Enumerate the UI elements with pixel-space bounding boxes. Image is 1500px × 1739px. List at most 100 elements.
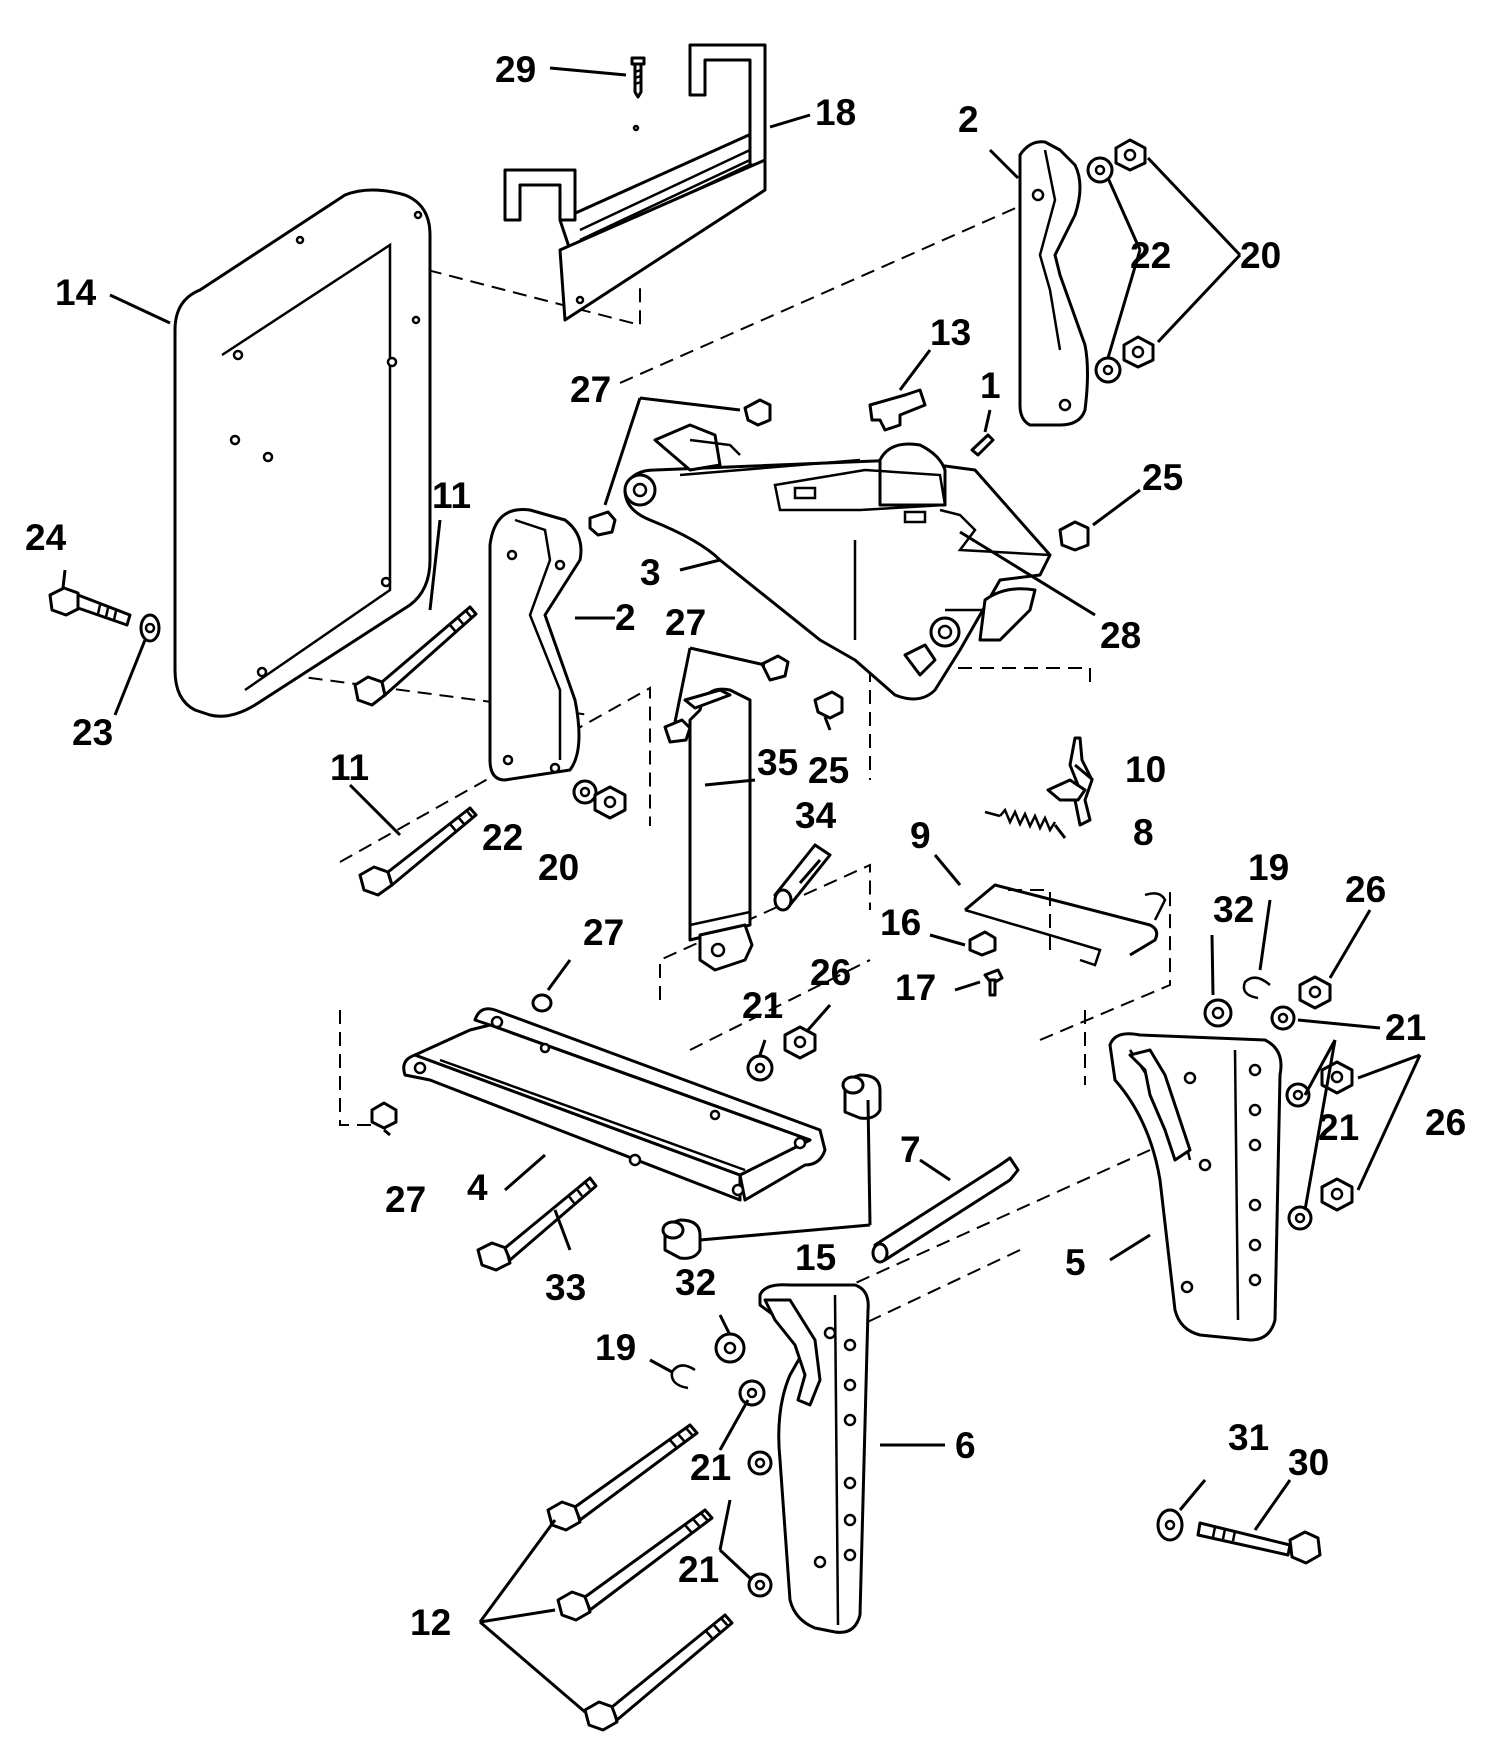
- callout-26-middle: 26: [810, 952, 851, 993]
- bolt-12-middle: [556, 1508, 714, 1622]
- callout-labels: 29 18 2 22 20 14 13 1 27 25 11 24 3 2 27…: [25, 49, 1466, 1643]
- callout-7: 7: [900, 1129, 921, 1170]
- washer-21-left-a: [738, 1379, 766, 1407]
- bolt-12-top: [546, 1423, 699, 1532]
- side-plate-upper: [1018, 140, 1089, 427]
- washer-21-left-c: [747, 1572, 773, 1598]
- swivel-bracket: [623, 423, 1052, 701]
- plug-27-d: [663, 718, 692, 744]
- callout-31: 31: [1228, 1417, 1269, 1458]
- callout-16: 16: [880, 902, 921, 943]
- nut-26-right-b: [1320, 1177, 1354, 1212]
- callout-22-middle: 22: [482, 817, 523, 858]
- spring-8: [984, 807, 1057, 833]
- callout-21-left-a: 21: [690, 1447, 731, 1488]
- clip-19-left: [670, 1364, 696, 1390]
- plug-27-center: [531, 993, 553, 1013]
- callout-27-a: 27: [570, 369, 611, 410]
- callout-19-right: 19: [1248, 847, 1289, 888]
- callout-20-upper: 20: [1240, 235, 1281, 276]
- side-plate-middle: [488, 507, 583, 782]
- callout-12: 12: [410, 1602, 451, 1643]
- callout-32-right: 32: [1213, 889, 1254, 930]
- callout-4: 4: [467, 1167, 488, 1208]
- washer-21-left-b: [747, 1450, 773, 1476]
- washer-21-right-a: [1285, 1082, 1311, 1108]
- washer-21-middle: [746, 1054, 774, 1082]
- nut-20-upper: [1114, 138, 1155, 369]
- screw-17: [983, 968, 1004, 997]
- washer-31: [1156, 1508, 1184, 1542]
- callout-27-b: 27: [665, 602, 706, 643]
- callout-25-a: 25: [1142, 457, 1183, 498]
- leader-lines: [61, 66, 1422, 1714]
- callout-6: 6: [955, 1425, 976, 1466]
- callout-24: 24: [25, 517, 67, 558]
- washer-32-right: [1203, 998, 1233, 1028]
- base-channel: [402, 1007, 827, 1202]
- nut-20-middle: [593, 785, 627, 820]
- block-16: [968, 930, 997, 957]
- callout-20-middle: 20: [538, 847, 579, 888]
- pin-34: [773, 843, 832, 912]
- callout-19-left: 19: [595, 1327, 636, 1368]
- bolt-24: [48, 586, 132, 627]
- callout-13: 13: [930, 312, 971, 353]
- pin-1: [970, 433, 995, 457]
- bushing-15-left: [661, 1218, 702, 1260]
- callout-28: 28: [1100, 615, 1141, 656]
- callout-11-lower: 11: [330, 747, 369, 788]
- callout-2-upper: 2: [958, 99, 979, 140]
- trim-cylinder: [683, 687, 754, 972]
- washer-32-left: [714, 1332, 746, 1364]
- callout-21-left-b: 21: [678, 1549, 719, 1590]
- callout-26-right: 26: [1425, 1102, 1466, 1143]
- bolt-25-left: [813, 690, 844, 720]
- callout-32-left: 32: [675, 1262, 716, 1303]
- nut-26-right-top: [1298, 975, 1332, 1010]
- callout-14: 14: [55, 272, 97, 313]
- wire-bail-9: [964, 883, 1167, 967]
- plug-27-b: [588, 510, 617, 537]
- callout-9: 9: [910, 815, 931, 856]
- callout-27-c: 27: [583, 912, 624, 953]
- callout-30: 30: [1288, 1442, 1329, 1483]
- callout-17: 17: [895, 967, 936, 1008]
- bolt-25-right: [1058, 520, 1090, 552]
- alignment-lines: [264, 194, 1171, 1336]
- callout-34: 34: [795, 795, 837, 836]
- tee-fitting-13: [868, 388, 927, 432]
- callout-21-right-top: 21: [1385, 1007, 1426, 1048]
- bolt-11-upper: [353, 605, 478, 707]
- clip-19-right: [1242, 976, 1271, 1000]
- bolt-30: [1196, 1521, 1322, 1565]
- bolt-12-bottom: [583, 1613, 734, 1732]
- lever-10: [1046, 736, 1094, 827]
- callout-25-b: 25: [808, 750, 849, 791]
- callout-27-d: 27: [385, 1179, 426, 1220]
- rod-7: [871, 1156, 1020, 1264]
- washer-21-right-top: [1270, 1005, 1296, 1031]
- callout-35: 35: [757, 742, 798, 783]
- plug-27-c: [760, 654, 790, 682]
- clamp-bracket-left: [758, 1283, 870, 1634]
- callout-11-upper: 11: [432, 475, 471, 516]
- callout-1: 1: [980, 365, 1001, 406]
- washer-22-middle: [572, 779, 598, 805]
- screw-29: [630, 56, 646, 99]
- bolt-11-lower: [358, 806, 478, 897]
- nut-27-left: [370, 1101, 398, 1130]
- callout-21-right: 21: [1318, 1107, 1359, 1148]
- clamp-bracket-right: [1108, 1032, 1283, 1342]
- callout-29: 29: [495, 49, 536, 90]
- callout-10: 10: [1125, 749, 1166, 790]
- washer-23: [139, 613, 161, 643]
- bolt-33: [476, 1176, 598, 1272]
- callout-33: 33: [545, 1267, 586, 1308]
- callout-22-upper: 22: [1130, 235, 1171, 276]
- callout-21-middle: 21: [742, 985, 783, 1026]
- clamp-bracket: [503, 43, 767, 322]
- callout-8: 8: [1133, 812, 1154, 853]
- callout-2-middle: 2: [615, 597, 636, 638]
